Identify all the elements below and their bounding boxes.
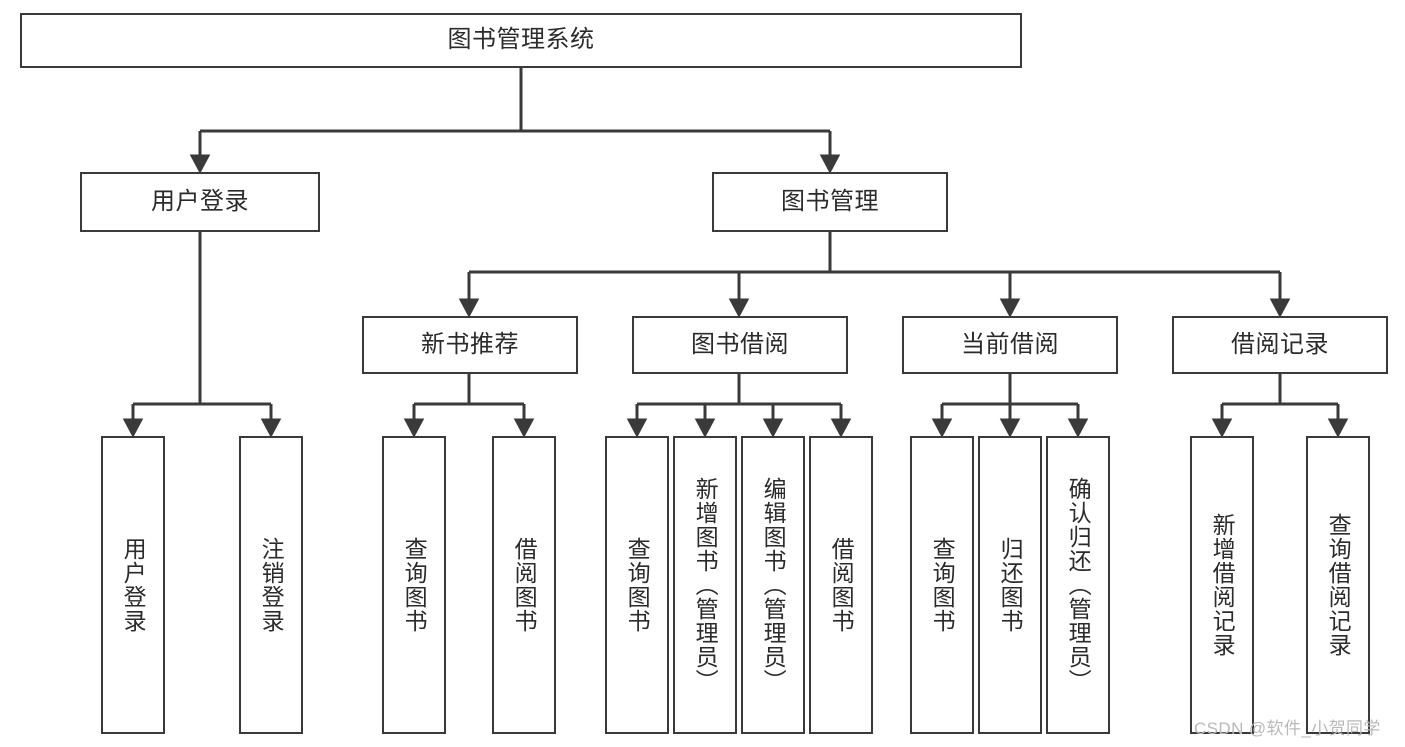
- leaf-current-confirm-return-admin[interactable]: 确认归还（管理员）: [1046, 436, 1110, 734]
- node-current-borrow[interactable]: 当前借阅: [902, 316, 1118, 374]
- leaf-current-return-book[interactable]: 归还图书: [978, 436, 1042, 734]
- node-new-book-recommend[interactable]: 新书推荐: [362, 316, 578, 374]
- leaf-logout-label: 注销登录: [258, 537, 285, 633]
- leaf-borrow-query-book-label: 查询图书: [624, 537, 651, 633]
- leaf-user-login-label: 用户登录: [120, 537, 147, 633]
- node-book-management[interactable]: 图书管理: [712, 172, 948, 232]
- leaf-current-query-book-label: 查询图书: [929, 537, 956, 633]
- leaf-logout[interactable]: 注销登录: [239, 436, 303, 734]
- node-borrow-record-label: 借阅记录: [1231, 330, 1329, 358]
- leaf-current-confirm-return-admin-label: 确认归还（管理员）: [1065, 477, 1092, 693]
- leaf-record-add-record-label: 新增借阅记录: [1209, 513, 1236, 657]
- node-book-management-label: 图书管理: [781, 187, 879, 215]
- leaf-recommend-borrow-book-label: 借阅图书: [511, 537, 538, 633]
- leaf-record-add-record[interactable]: 新增借阅记录: [1190, 436, 1254, 734]
- node-user-login[interactable]: 用户登录: [80, 172, 320, 232]
- leaf-user-login[interactable]: 用户登录: [101, 436, 165, 734]
- node-book-borrow-label: 图书借阅: [691, 330, 789, 358]
- node-new-book-recommend-label: 新书推荐: [421, 330, 519, 358]
- node-book-borrow[interactable]: 图书借阅: [632, 316, 848, 374]
- leaf-current-query-book[interactable]: 查询图书: [910, 436, 974, 734]
- leaf-borrow-edit-book-admin[interactable]: 编辑图书（管理员）: [741, 436, 805, 734]
- leaf-borrow-query-book[interactable]: 查询图书: [605, 436, 669, 734]
- leaf-borrow-borrow-book[interactable]: 借阅图书: [809, 436, 873, 734]
- leaf-record-query-record[interactable]: 查询借阅记录: [1306, 436, 1370, 734]
- leaf-recommend-borrow-book[interactable]: 借阅图书: [492, 436, 556, 734]
- node-current-borrow-label: 当前借阅: [961, 330, 1059, 358]
- leaf-recommend-query-book[interactable]: 查询图书: [382, 436, 446, 734]
- leaf-borrow-add-book-admin-label: 新增图书（管理员）: [692, 477, 719, 693]
- leaf-borrow-add-book-admin[interactable]: 新增图书（管理员）: [673, 436, 737, 734]
- leaf-borrow-borrow-book-label: 借阅图书: [828, 537, 855, 633]
- leaf-recommend-query-book-label: 查询图书: [401, 537, 428, 633]
- node-borrow-record[interactable]: 借阅记录: [1172, 316, 1388, 374]
- leaf-borrow-edit-book-admin-label: 编辑图书（管理员）: [760, 477, 787, 693]
- node-root[interactable]: 图书管理系统: [20, 13, 1022, 68]
- node-user-login-label: 用户登录: [151, 187, 249, 215]
- watermark: CSDN @软件_小贺同学: [1194, 719, 1381, 738]
- node-root-label: 图书管理系统: [447, 26, 595, 54]
- leaf-record-query-record-label: 查询借阅记录: [1325, 513, 1352, 657]
- leaf-current-return-book-label: 归还图书: [997, 537, 1024, 633]
